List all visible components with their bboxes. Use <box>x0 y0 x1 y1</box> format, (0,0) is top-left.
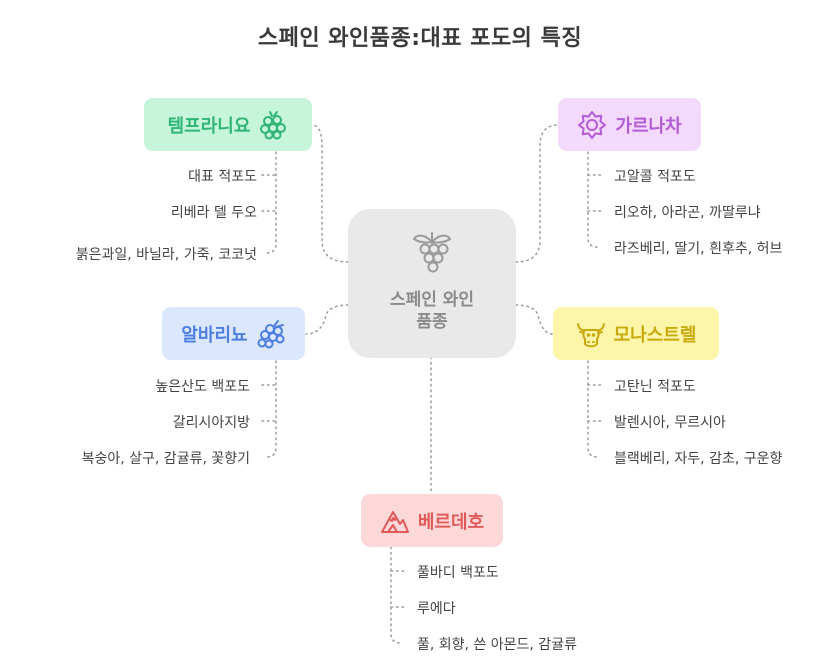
garnacha-item-3: 라즈베리, 딸기, 흰후추, 허브 <box>614 241 783 257</box>
connector-garnacha-items <box>587 151 599 248</box>
albarino-item-2: 갈리시아지방 <box>172 415 250 431</box>
monastrell-item-3: 블랙베리, 자두, 감초, 구운향 <box>614 451 783 467</box>
connector-albarino-items <box>265 360 277 458</box>
connector-verdejo-items <box>390 546 402 644</box>
albarino-item-3: 복숭아, 살구, 감귤류, 꽃향기 <box>81 451 250 467</box>
connector-tempranillo <box>311 124 349 263</box>
sun-icon <box>578 110 607 139</box>
node-albarino-label: 알바리뇨 <box>181 324 248 346</box>
center-label-line1: 스페인 와인 <box>389 290 475 310</box>
albarino-item-1: 높은산도 백포도 <box>155 379 250 395</box>
tempranillo-item-2: 리베라 델 두오 <box>170 205 257 221</box>
verdejo-item-1: 풀바디 백포도 <box>417 565 499 581</box>
node-verdejo: 베르데호 <box>361 494 503 547</box>
grapes-icon <box>260 110 287 139</box>
node-monastrell: 모나스트렐 <box>553 307 719 360</box>
tempranillo-item-3: 붉은과일, 바닐라, 가죽, 코코넛 <box>75 247 257 263</box>
center-node: 스페인 와인 품종 <box>348 209 516 358</box>
node-tempranillo-label: 템프라니요 <box>167 115 251 137</box>
connector-garnacha <box>515 124 559 263</box>
center-label-line2: 품종 <box>416 312 448 332</box>
node-albarino: 알바리뇨 <box>162 307 305 360</box>
grapes-icon <box>257 319 285 348</box>
mountain-icon <box>380 510 409 533</box>
node-garnacha: 가르나차 <box>558 98 701 151</box>
node-monastrell-label: 모나스트렐 <box>613 324 697 346</box>
monastrell-item-2: 발렌시아, 무르시아 <box>614 415 726 431</box>
connector-monastrell <box>515 304 554 335</box>
connector-tempranillo-items <box>265 151 277 254</box>
monastrell-item-1: 고탄닌 적포도 <box>614 379 696 395</box>
connector-albarino <box>305 304 349 335</box>
diagram-title: 스페인 와인품종:대표 포도의 특징 <box>257 26 583 51</box>
verdejo-item-3: 풀, 회향, 쓴 아몬드, 감귤류 <box>417 637 577 653</box>
grapes-icon <box>412 232 452 273</box>
bull-icon <box>576 322 605 347</box>
verdejo-item-2: 루에다 <box>417 601 456 617</box>
connector-monastrell-items <box>587 360 599 458</box>
node-garnacha-label: 가르나차 <box>615 115 682 137</box>
node-verdejo-label: 베르데호 <box>417 511 485 533</box>
tempranillo-item-1: 대표 적포도 <box>188 169 257 185</box>
center-label: 스페인 와인 품종 <box>348 289 516 333</box>
node-tempranillo: 템프라니요 <box>144 98 312 151</box>
garnacha-item-2: 리오하, 아라곤, 까딸루냐 <box>614 205 761 221</box>
garnacha-item-1: 고알콜 적포도 <box>614 169 696 185</box>
